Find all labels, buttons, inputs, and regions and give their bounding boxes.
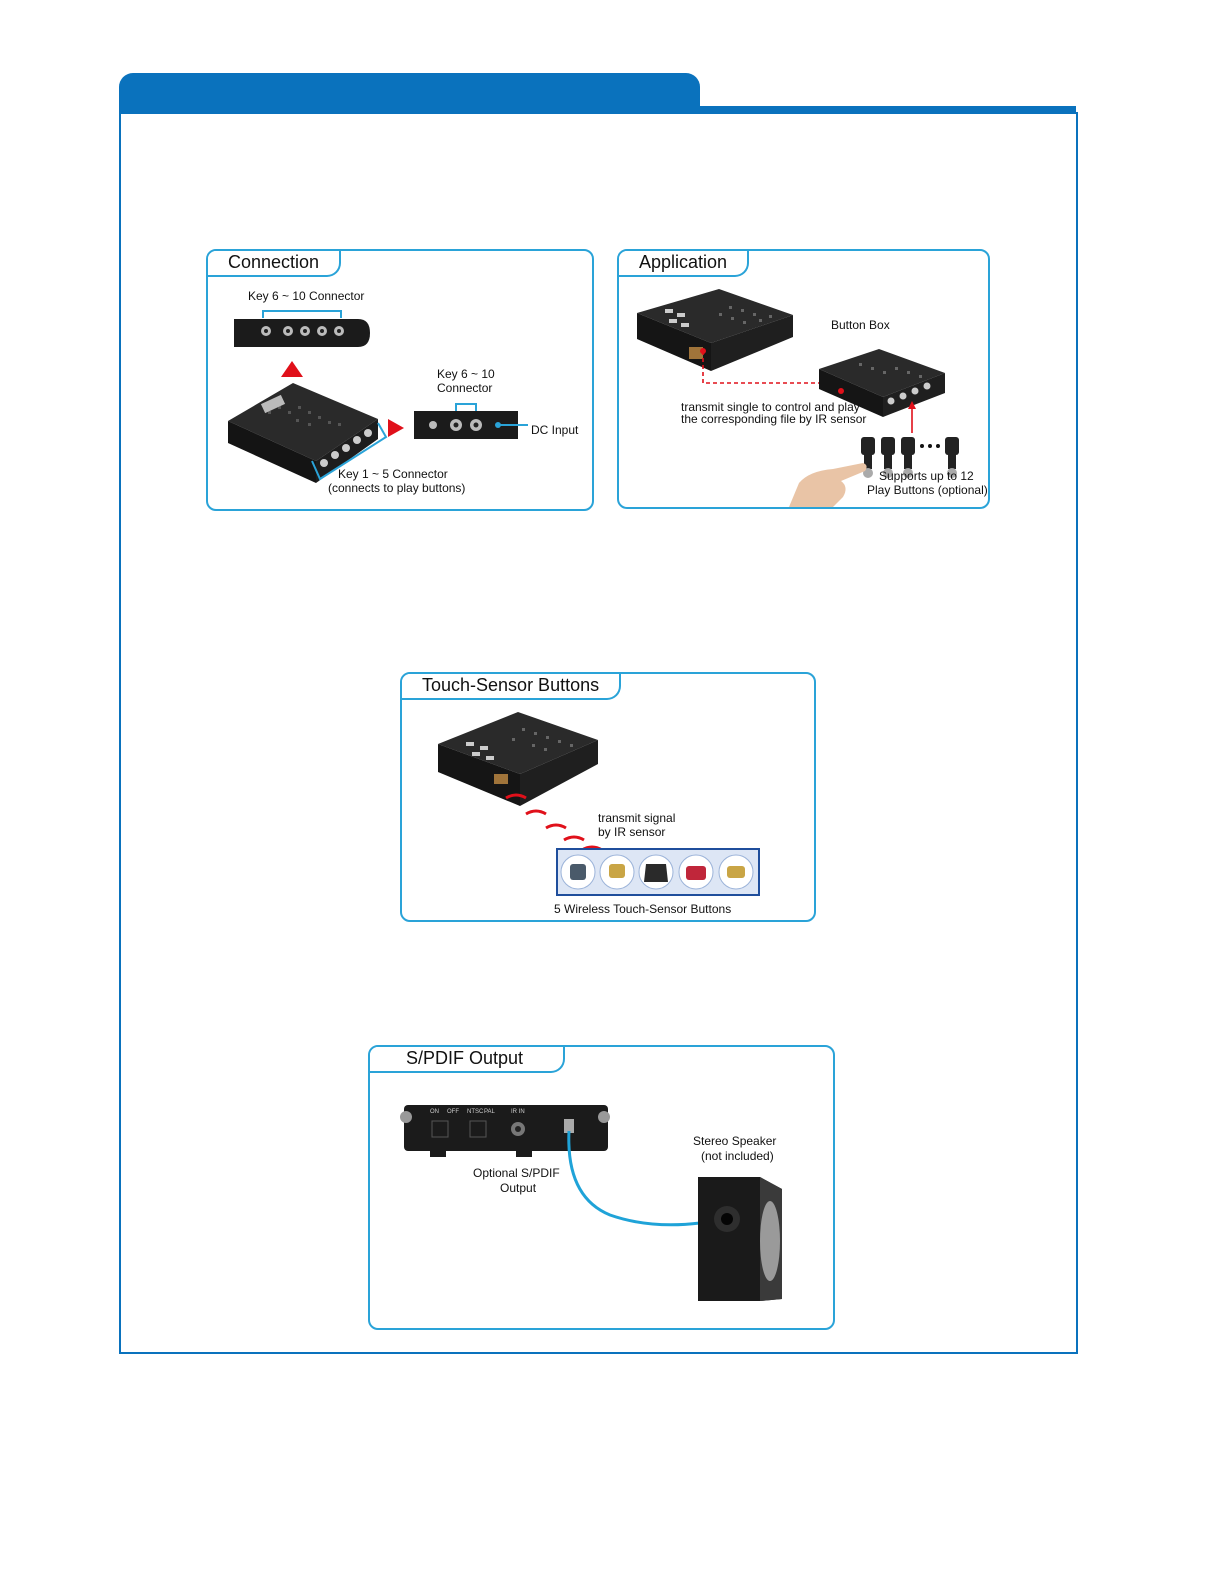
red-arrow-right	[388, 419, 404, 437]
red-arrow-up	[281, 361, 303, 377]
key-6-10-connector-label: Key 6 ~ 10 Connector	[248, 289, 365, 303]
dc-input-label: DC Input	[531, 423, 579, 437]
optional-spdif-line2: Output	[500, 1181, 537, 1195]
speaker-label-line1: Stereo Speaker	[693, 1134, 777, 1148]
switch-ntsc-label: NTSC	[467, 1109, 484, 1115]
panel-title: Touch-Sensor Buttons	[402, 674, 622, 700]
switch-off-label: OFF	[447, 1109, 459, 1115]
optional-spdif-line1: Optional S/PDIF	[473, 1166, 560, 1180]
panel-title: Connection	[208, 251, 342, 277]
application-panel: Application Button Box trans	[617, 249, 990, 509]
panel-title: S/PDIF Output	[370, 1047, 566, 1073]
supports-label-line2: Play Buttons (optional)	[867, 483, 988, 497]
touch-sensor-panel: Touch-Sensor Buttons	[400, 672, 816, 922]
connection-diagram	[228, 310, 528, 483]
play-buttons-group	[861, 437, 959, 478]
supports-label-line1: Supports up to 12	[879, 469, 974, 483]
spdif-panel: S/PDIF Output ON OFF NTSC PAL IR IN Opti…	[368, 1045, 835, 1330]
touch-caption: 5 Wireless Touch-Sensor Buttons	[554, 902, 732, 916]
content-frame	[119, 112, 1078, 1354]
transmit-label-line1: transmit single to control and play	[681, 400, 860, 414]
key-1-5-label-line2: (connects to play buttons)	[328, 481, 466, 495]
application-diagram	[637, 289, 959, 507]
button-box-label: Button Box	[831, 318, 890, 332]
transmit-signal-line2: by IR sensor	[598, 825, 666, 839]
switch-pal-label: PAL	[484, 1109, 495, 1115]
key-6-10-label-line1: Key 6 ~ 10	[437, 367, 495, 381]
spdif-diagram	[400, 1105, 782, 1301]
connection-panel: Connection Key 6 ~ 10 Connector	[206, 249, 594, 511]
touch-sensor-diagram	[438, 712, 760, 896]
key-1-5-label-line1: Key 1 ~ 5 Connector	[338, 467, 448, 481]
ir-in-label: IR IN	[511, 1109, 525, 1115]
key-6-10-label-line2: Connector	[437, 381, 493, 395]
header-bar	[119, 106, 1076, 114]
speaker-label-line2: (not included)	[701, 1149, 774, 1163]
panel-title: Application	[619, 251, 750, 277]
transmit-signal-line1: transmit signal	[598, 811, 676, 825]
transmit-label-line2: the corresponding file by IR sensor	[681, 412, 867, 426]
switch-on-label: ON	[430, 1109, 439, 1115]
